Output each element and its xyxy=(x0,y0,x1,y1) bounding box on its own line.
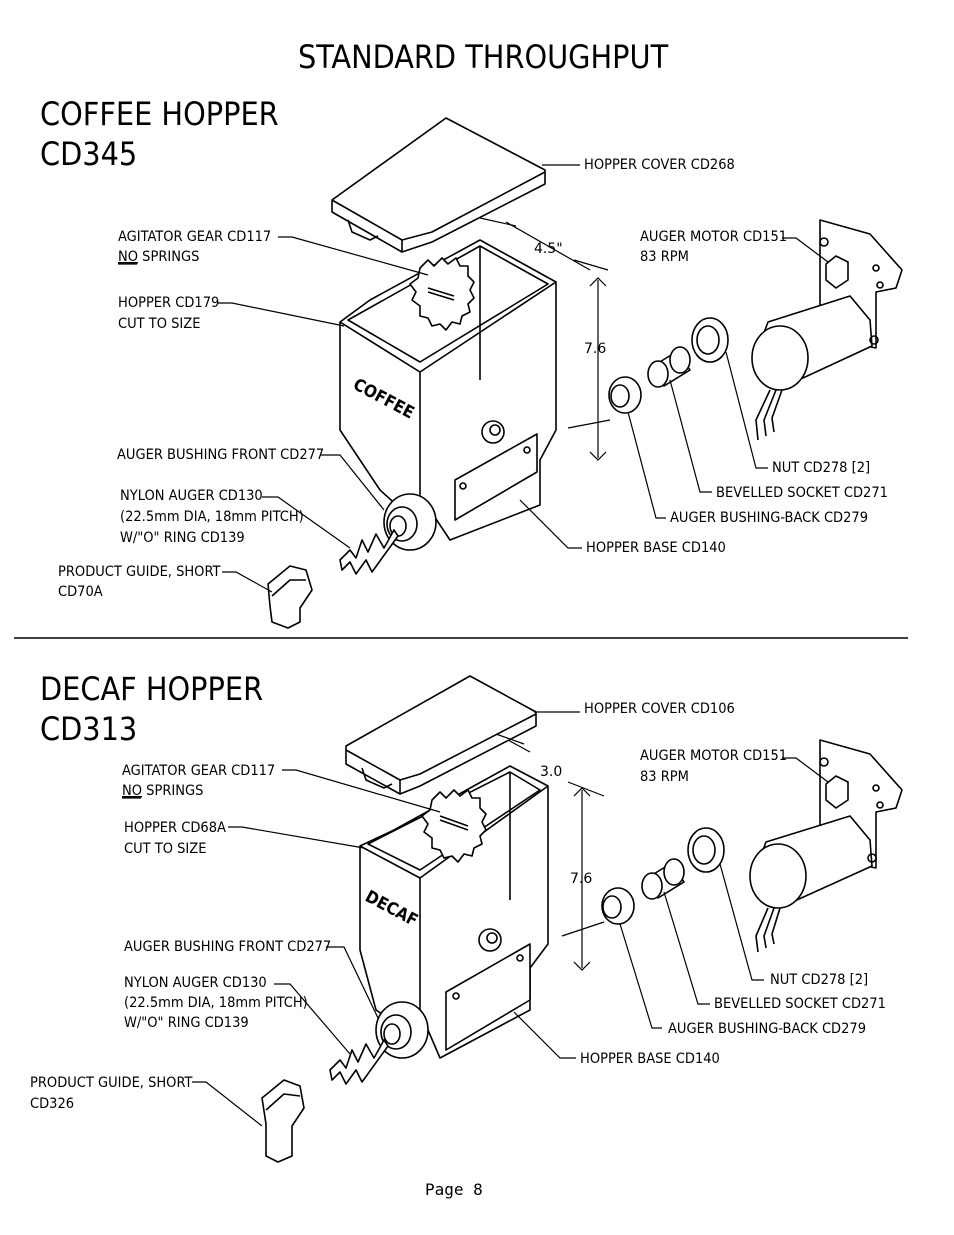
decaf-label-hopper-cut: CUT TO SIZE xyxy=(124,841,206,857)
decaf-auger-motor xyxy=(749,739,903,953)
decaf-label-hopper-cover: HOPPER COVER CD106 xyxy=(584,701,735,717)
decaf-label-nylon-auger: NYLON AUGER CD130 xyxy=(124,975,267,991)
decaf-label-nut: NUT CD278 [2] xyxy=(770,972,868,988)
decaf-label-bevelled-socket: BEVELLED SOCKET CD271 xyxy=(714,996,886,1012)
coffee-hopper-body: COFFEE xyxy=(339,239,557,541)
decaf-bevelled-socket xyxy=(641,858,685,900)
coffee-product-guide xyxy=(267,565,313,629)
decaf-nut xyxy=(687,827,725,873)
decaf-hopper-cover xyxy=(345,675,537,795)
decaf-hopper-base-plate xyxy=(445,943,531,1051)
decaf-title: DECAF HOPPER xyxy=(40,670,263,708)
decaf-label-nylon-auger-size: (22.5mm DIA, 18mm PITCH) xyxy=(124,995,308,1011)
coffee-auger-bushing-back xyxy=(608,376,642,414)
coffee-nut xyxy=(691,317,729,363)
decaf-label-hopper: HOPPER CD68A xyxy=(124,820,226,836)
decaf-dimensions: 3.0 7.6 xyxy=(495,733,605,971)
coffee-agitator-gear xyxy=(409,257,475,331)
coffee-label-agitator-springs-text: SPRINGS xyxy=(138,249,199,265)
coffee-label-bevelled-socket: BEVELLED SOCKET CD271 xyxy=(716,485,888,501)
coffee-label-auger-motor: AUGER MOTOR CD151 xyxy=(640,229,787,245)
decaf-auger-bushing-front xyxy=(375,1001,429,1059)
decaf-label-auger-motor-rpm: 83 RPM xyxy=(640,769,689,785)
coffee-label-product-guide-code: CD70A xyxy=(58,584,103,600)
decaf-label-agitator-no: NO xyxy=(122,783,142,799)
page-title: STANDARD THROUGHPUT xyxy=(298,38,669,76)
decaf-dim-height: 7.6 xyxy=(570,871,592,887)
decaf-section: DECAF HOPPER CD313 DECAF xyxy=(30,670,903,1163)
coffee-bevelled-socket xyxy=(647,346,691,388)
coffee-leader-lines xyxy=(218,164,829,593)
coffee-label-agitator-springs: NO SPRINGS xyxy=(118,249,199,265)
coffee-auger-motor xyxy=(751,219,903,441)
coffee-label-nylon-auger-size: (22.5mm DIA, 18mm PITCH) xyxy=(120,509,304,525)
decaf-label-nylon-auger-ring: W/"O" RING CD139 xyxy=(124,1015,249,1031)
coffee-dim-height: 7.6 xyxy=(584,341,606,357)
coffee-code: CD345 xyxy=(40,135,137,173)
coffee-label-nylon-auger: NYLON AUGER CD130 xyxy=(120,488,263,504)
decaf-label-agitator-springs: NO SPRINGS xyxy=(122,783,203,799)
decaf-product-guide xyxy=(261,1079,305,1163)
coffee-nylon-auger xyxy=(339,529,399,575)
coffee-label-product-guide: PRODUCT GUIDE, SHORT xyxy=(58,564,221,580)
decaf-leader-lines xyxy=(192,711,829,1127)
coffee-label-agitator-gear: AGITATOR GEAR CD117 xyxy=(118,229,271,245)
decaf-code: CD313 xyxy=(40,710,137,748)
decaf-label-auger-motor: AUGER MOTOR CD151 xyxy=(640,748,787,764)
coffee-title: COFFEE HOPPER xyxy=(40,95,279,133)
decaf-auger-bushing-back xyxy=(601,887,635,925)
decaf-label-auger-bushing-back: AUGER BUSHING-BACK CD279 xyxy=(668,1021,866,1037)
decaf-label-agitator-gear: AGITATOR GEAR CD117 xyxy=(122,763,275,779)
decaf-auger-hole xyxy=(478,928,502,952)
coffee-label-hopper-cut: CUT TO SIZE xyxy=(118,316,200,332)
decaf-label-product-guide-code: CD326 xyxy=(30,1096,74,1112)
decaf-agitator-gear xyxy=(421,789,487,863)
page-number: Page 8 xyxy=(425,1180,483,1199)
decaf-hopper-body: DECAF xyxy=(359,765,549,1059)
coffee-label-auger-motor-rpm: 83 RPM xyxy=(640,249,689,265)
coffee-label-auger-bushing-front: AUGER BUSHING FRONT CD277 xyxy=(117,447,324,463)
coffee-section: COFFEE HOPPER CD345 COFFEE xyxy=(40,95,903,629)
decaf-nylon-auger xyxy=(329,1039,389,1085)
coffee-dimensions: 4.5" 7.6 xyxy=(479,217,611,461)
coffee-label-hopper-base: HOPPER BASE CD140 xyxy=(586,540,726,556)
decaf-label-agitator-springs-text: SPRINGS xyxy=(142,783,203,799)
coffee-dim-width: 4.5" xyxy=(534,241,563,257)
coffee-label-agitator-no: NO xyxy=(118,249,138,265)
decaf-label-auger-bushing-front: AUGER BUSHING FRONT CD277 xyxy=(124,939,331,955)
coffee-label-auger-bushing-back: AUGER BUSHING-BACK CD279 xyxy=(670,510,868,526)
decaf-dim-width: 3.0 xyxy=(540,764,562,780)
decaf-label-product-guide: PRODUCT GUIDE, SHORT xyxy=(30,1075,193,1091)
coffee-auger-hole xyxy=(481,420,505,444)
coffee-hopper-cover xyxy=(331,117,546,253)
coffee-label-hopper-cover: HOPPER COVER CD268 xyxy=(584,157,735,173)
coffee-label-nut: NUT CD278 [2] xyxy=(772,460,870,476)
coffee-label-hopper: HOPPER CD179 xyxy=(118,295,219,311)
coffee-hopper-base-plate xyxy=(454,433,538,521)
coffee-label-nylon-auger-ring: W/"O" RING CD139 xyxy=(120,530,245,546)
decaf-label-hopper-base: HOPPER BASE CD140 xyxy=(580,1051,720,1067)
